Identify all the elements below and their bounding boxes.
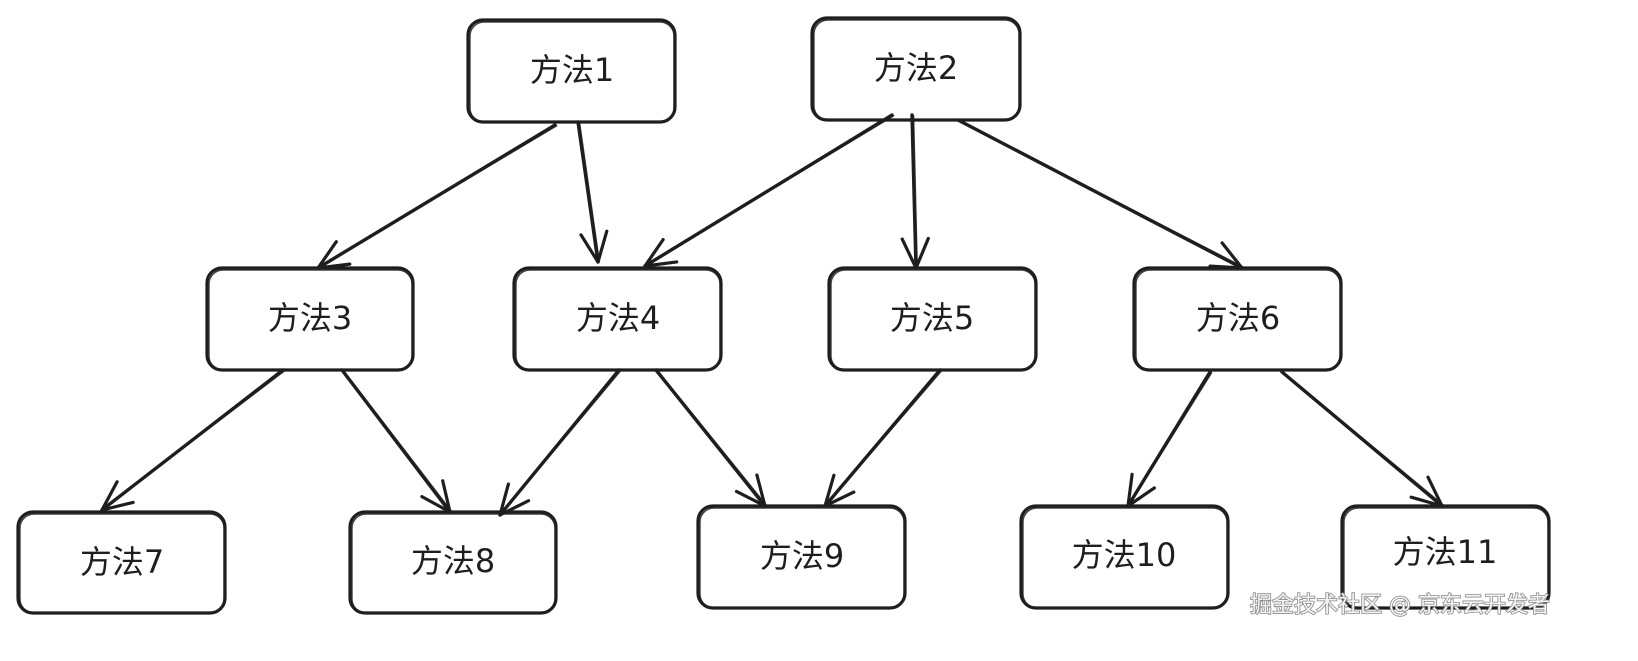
node-method-1: 方法1 [466,18,677,124]
edge-arrow-2-to-5 [900,113,930,270]
node-method-9: 方法9 [696,504,907,610]
arrowhead [579,229,609,264]
edge-arrow-4-to-9 [654,368,767,508]
edge-sketch-line [578,122,600,262]
arrowhead [100,480,135,512]
node-label: 方法7 [80,543,164,581]
edge-sketch-line [1128,372,1213,506]
node-label: 方法4 [576,299,660,337]
node-method-6: 方法6 [1132,266,1343,372]
node-method-5: 方法5 [827,266,1038,372]
edge-arrow-6-to-11 [1280,370,1444,508]
edge-arrow-3-to-8 [340,368,452,514]
edge-arrow-2-to-4 [643,113,895,268]
edge-sketch-line [645,115,895,266]
node-label: 方法5 [890,299,974,337]
edge-line [654,368,767,508]
edge-sketch-line [500,370,622,515]
arrowhead [498,482,531,517]
edge-arrow-6-to-10 [1126,370,1213,508]
edge-arrow-1-to-3 [316,123,558,270]
node-label: 方法3 [268,299,352,337]
arrowhead [643,238,679,268]
node-label: 方法9 [760,537,844,575]
edge-sketch-line [1282,372,1444,506]
edge-sketch-line [912,115,918,268]
edge-arrow-3-to-7 [100,368,286,512]
edge-arrow-4-to-8 [498,368,622,517]
node-label: 方法2 [874,49,958,87]
edge-line [576,120,600,264]
edge-line [340,368,452,514]
edges-layer [100,113,1444,517]
node-method-4: 方法4 [512,266,723,372]
node-method-8: 方法8 [348,510,558,615]
edge-arrow-1-to-4 [576,120,609,264]
edge-sketch-line [656,370,767,506]
node-label: 方法10 [1072,536,1177,574]
node-label: 方法11 [1393,533,1498,571]
node-method-11: 方法11 [1340,504,1551,610]
edge-sketch-line [102,370,286,510]
watermark-text: 掘金技术社区 @ 京东云开发者 [1250,593,1550,618]
nodes-layer: 方法1 方法2 方法3 方法4 方法5 [16,16,1551,615]
edge-sketch-line [318,125,558,268]
edge-sketch-line [342,370,452,512]
node-label: 方法8 [411,542,495,580]
node-method-3: 方法3 [205,266,415,372]
node-method-10: 方法10 [1019,504,1230,610]
node-method-2: 方法2 [810,16,1022,122]
node-label: 方法6 [1196,299,1280,337]
node-label: 方法1 [530,51,614,89]
edge-sketch-line [825,370,943,506]
edge-arrow-5-to-9 [823,368,943,508]
node-method-7: 方法7 [16,510,227,615]
edge-line [910,113,918,270]
edge-sketch-line [958,120,1244,268]
edge-arrow-2-to-6 [956,118,1244,270]
